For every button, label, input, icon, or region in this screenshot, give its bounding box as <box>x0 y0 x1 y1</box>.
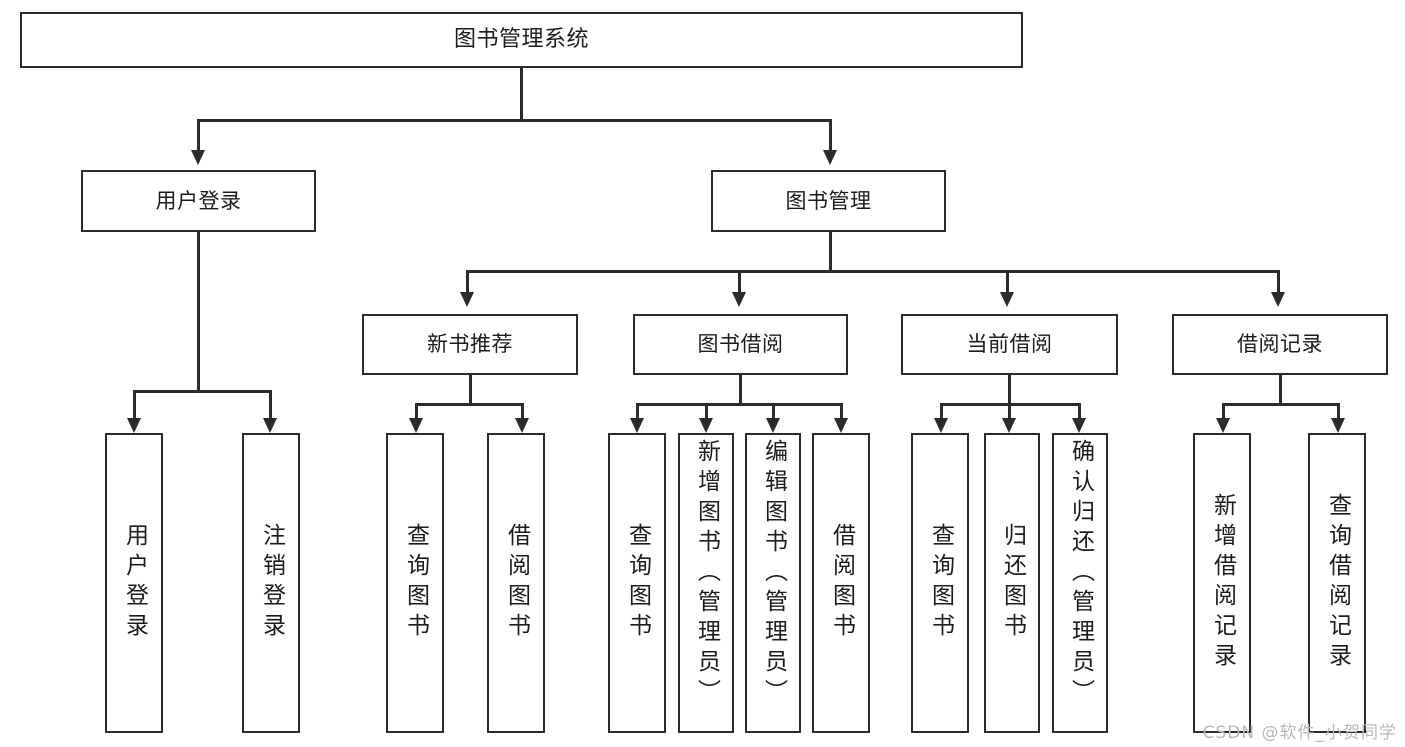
connector-current-drop-1 <box>940 403 943 419</box>
connector-borrow-drop-4 <box>840 403 843 419</box>
connector-login-trunk <box>197 232 200 392</box>
leaf-user-login[interactable]: 用户登录 <box>105 433 163 733</box>
arrowhead-borrow-leaf-3 <box>766 418 780 433</box>
node-current-borrow-label: 当前借阅 <box>966 332 1053 357</box>
leaf-query-book-2-label: 查询图书 <box>624 523 651 643</box>
node-root-label: 图书管理系统 <box>453 27 589 53</box>
connector-borrow-bus <box>636 403 842 406</box>
leaf-add-borrow-record[interactable]: 新增借阅记录 <box>1193 433 1251 733</box>
arrowhead-to-newrec <box>460 292 474 307</box>
node-borrow-record[interactable]: 借阅记录 <box>1172 314 1388 375</box>
leaf-borrow-book-1-label: 借阅图书 <box>503 523 530 643</box>
arrowhead-record-leaf-2 <box>1331 418 1345 433</box>
connector-record-drop-2 <box>1337 403 1340 419</box>
connector-newrec-drop-1 <box>415 403 418 419</box>
connector-to-record <box>1277 270 1280 293</box>
connector-record-bus <box>1222 403 1339 406</box>
arrowhead-current-leaf-1 <box>934 418 948 433</box>
node-current-borrow[interactable]: 当前借阅 <box>901 314 1118 375</box>
connector-to-bookmgmt <box>829 119 832 151</box>
arrowhead-newrec-leaf-1 <box>409 418 423 433</box>
arrowhead-to-current <box>1000 292 1014 307</box>
leaf-user-logout-label: 注销登录 <box>258 523 285 643</box>
arrowhead-borrow-leaf-1 <box>630 418 644 433</box>
arrowhead-borrow-leaf-2 <box>699 418 713 433</box>
connector-borrow-trunk <box>739 375 742 405</box>
node-new-book-recommend-label: 新书推荐 <box>427 332 513 357</box>
leaf-query-borrow-record-label: 查询借阅记录 <box>1324 493 1351 673</box>
connector-level3-bus <box>466 270 1280 273</box>
arrowhead-to-login <box>191 150 205 165</box>
connector-login-drop-2 <box>269 390 272 419</box>
connector-bookmgmt-trunk <box>829 232 832 272</box>
connector-newrec-drop-2 <box>521 403 524 419</box>
leaf-confirm-return[interactable]: 确认归还（管理员） <box>1052 433 1108 733</box>
connector-login-drop-1 <box>133 390 136 419</box>
leaf-borrow-book-2-label: 借阅图书 <box>828 523 855 643</box>
connector-to-current <box>1006 270 1009 293</box>
arrowhead-to-bookmgmt <box>823 150 837 165</box>
arrowhead-borrow-leaf-4 <box>834 418 848 433</box>
connector-current-drop-2 <box>1008 403 1011 419</box>
leaf-add-book[interactable]: 新增图书（管理员） <box>678 433 734 733</box>
connector-level2-bus <box>197 119 832 122</box>
leaf-borrow-book-1[interactable]: 借阅图书 <box>487 433 545 733</box>
leaf-confirm-return-label: 确认归还（管理员） <box>1067 439 1094 709</box>
connector-record-drop-1 <box>1222 403 1225 419</box>
leaf-edit-book[interactable]: 编辑图书（管理员） <box>745 433 801 733</box>
node-user-login-label: 用户登录 <box>155 188 242 213</box>
node-book-borrow-label: 图书借阅 <box>697 332 784 357</box>
arrowhead-login-leaf-1 <box>127 418 141 433</box>
connector-to-newrec <box>466 270 469 293</box>
leaf-query-book-3-label: 查询图书 <box>927 523 954 643</box>
connector-newrec-bus <box>415 403 523 406</box>
arrowhead-record-leaf-1 <box>1216 418 1230 433</box>
leaf-user-logout[interactable]: 注销登录 <box>242 433 300 733</box>
leaf-query-book-2[interactable]: 查询图书 <box>608 433 666 733</box>
leaf-add-book-label: 新增图书（管理员） <box>693 439 720 709</box>
connector-borrow-drop-1 <box>636 403 639 419</box>
connector-newrec-trunk <box>469 375 472 405</box>
node-root[interactable]: 图书管理系统 <box>20 12 1023 68</box>
arrowhead-current-leaf-2 <box>1002 418 1016 433</box>
leaf-return-book[interactable]: 归还图书 <box>984 433 1040 733</box>
connector-login-bus <box>133 390 271 393</box>
leaf-query-book-3[interactable]: 查询图书 <box>911 433 969 733</box>
connector-record-trunk <box>1279 375 1282 405</box>
leaf-query-book-1-label: 查询图书 <box>402 523 429 643</box>
node-new-book-recommend[interactable]: 新书推荐 <box>362 314 578 375</box>
node-book-borrow[interactable]: 图书借阅 <box>633 314 848 375</box>
connector-to-borrow <box>738 270 741 293</box>
node-book-management-label: 图书管理 <box>785 188 872 213</box>
leaf-edit-book-label: 编辑图书（管理员） <box>760 439 787 709</box>
arrowhead-current-leaf-3 <box>1072 418 1086 433</box>
node-borrow-record-label: 借阅记录 <box>1237 332 1323 357</box>
connector-to-login <box>197 119 200 151</box>
arrowhead-newrec-leaf-2 <box>515 418 529 433</box>
connector-borrow-drop-3 <box>772 403 775 419</box>
arrowhead-login-leaf-2 <box>263 418 277 433</box>
connector-current-trunk <box>1008 375 1011 405</box>
connector-root-trunk <box>520 68 523 120</box>
watermark-text: CSDN @软件_小贺同学 <box>1202 723 1397 743</box>
connector-borrow-drop-2 <box>705 403 708 419</box>
connector-current-drop-3 <box>1078 403 1081 419</box>
node-book-management[interactable]: 图书管理 <box>711 170 946 232</box>
leaf-borrow-book-2[interactable]: 借阅图书 <box>812 433 870 733</box>
node-user-login[interactable]: 用户登录 <box>81 170 316 232</box>
leaf-query-borrow-record[interactable]: 查询借阅记录 <box>1308 433 1366 733</box>
arrowhead-to-record <box>1271 292 1285 307</box>
leaf-return-book-label: 归还图书 <box>999 523 1026 643</box>
leaf-user-login-label: 用户登录 <box>121 523 148 643</box>
arrowhead-to-borrow <box>732 292 746 307</box>
leaf-add-borrow-record-label: 新增借阅记录 <box>1209 493 1236 673</box>
leaf-query-book-1[interactable]: 查询图书 <box>386 433 444 733</box>
